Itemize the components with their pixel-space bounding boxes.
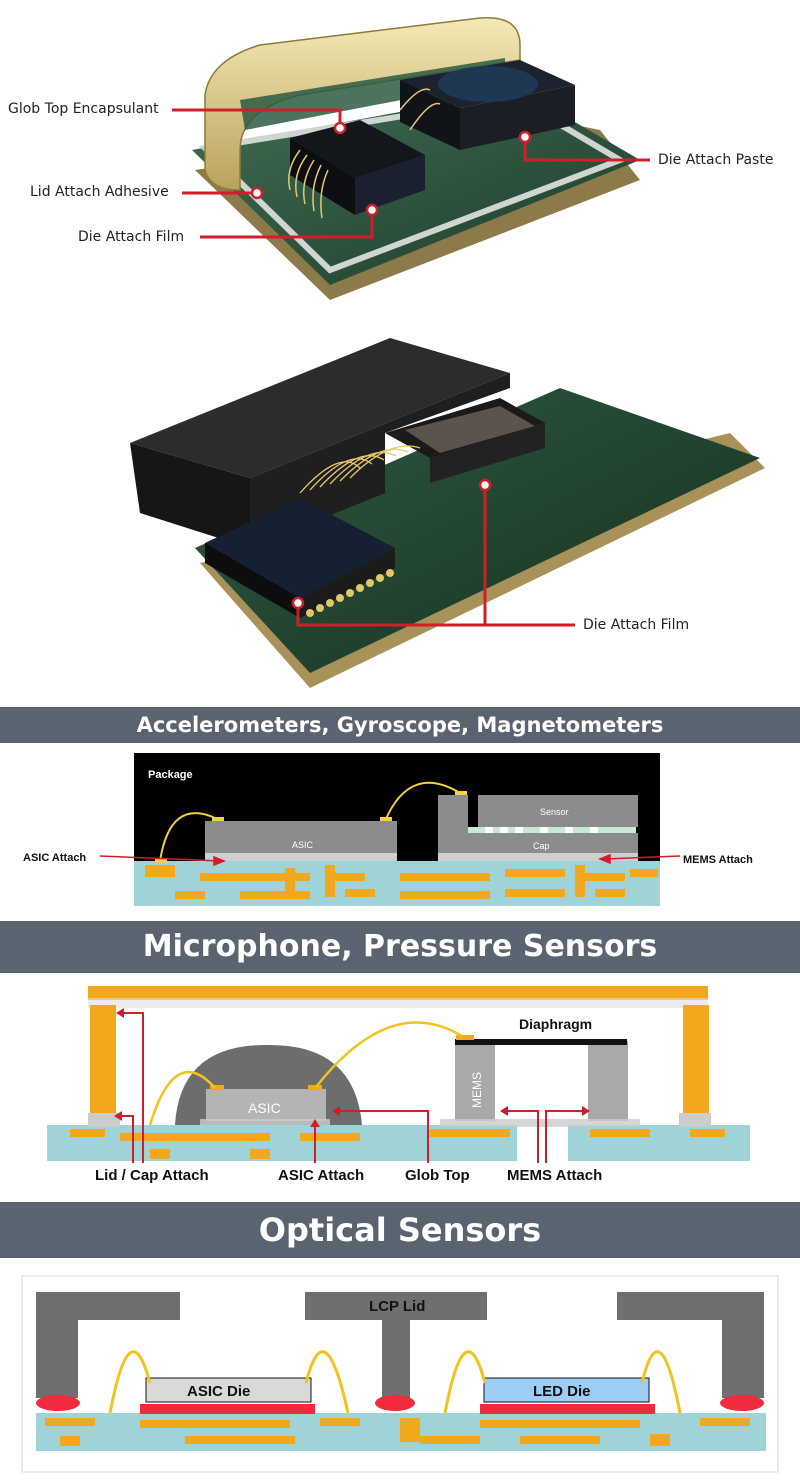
- lid-leg-left: [90, 1005, 116, 1123]
- asic-die: [205, 821, 397, 857]
- led-die: [483, 1377, 650, 1403]
- asic-die: [145, 1377, 312, 1403]
- accel-diagram: Package ASIC Sensor Cap ASIC Attach MEMS…: [23, 753, 753, 906]
- die-attach-film-label: Die Attach Film: [78, 229, 185, 245]
- lid-attach-blobs: [36, 1395, 764, 1411]
- led-die-label: LED Die: [533, 1383, 591, 1400]
- mems-label: MEMS: [470, 1072, 484, 1108]
- optical-cross-section: LCP Lid ASIC Die LED Die: [0, 1258, 800, 1480]
- callout-markers: [291, 478, 492, 610]
- render-1-illustration: [172, 17, 650, 300]
- traces: [145, 865, 658, 899]
- callout-markers: [250, 121, 532, 217]
- lid-cap-attach-label: Lid / Cap Attach: [95, 1167, 209, 1184]
- mems-attach-label: MEMS Attach: [683, 854, 753, 866]
- substrate-top: [195, 388, 760, 673]
- callout-lines: [296, 488, 575, 627]
- asic-attach-label: ASIC Attach: [23, 852, 86, 864]
- asic-attach-label: ASIC Attach: [278, 1167, 364, 1184]
- section-title-optical: Optical Sensors: [0, 1202, 800, 1258]
- asic-die-top: [290, 120, 425, 178]
- substrate: [134, 861, 660, 906]
- microphone-cross-section: Diaphragm ASIC MEMS Lid / Cap Attach ASI…: [0, 973, 800, 1195]
- lid-center: [305, 1292, 487, 1398]
- asic-die: [206, 1089, 326, 1121]
- diaphragm: [455, 1039, 627, 1045]
- glob-top-encapsulant-label: Glob Top Encapsulant: [8, 101, 159, 117]
- lid-attach-adhesive-label: Lid Attach Adhesive: [30, 184, 169, 200]
- sensor-label: Sensor: [540, 807, 569, 817]
- lid-leg-right: [683, 1005, 709, 1123]
- mems-die: [455, 1041, 495, 1121]
- bond-wires: [288, 88, 441, 219]
- bond-wires: [108, 1350, 682, 1414]
- die-attach-paste-label: Die Attach Paste: [658, 152, 774, 168]
- callout-lines: [172, 108, 650, 239]
- led-die-attach: [480, 1404, 655, 1414]
- asic-die-label: ASIC Die: [187, 1383, 250, 1400]
- sensor-die: [478, 795, 638, 827]
- mems-attach-label: MEMS Attach: [507, 1167, 602, 1184]
- optical-diagram: LCP Lid ASIC Die LED Die: [21, 1275, 779, 1473]
- section-title-text: Microphone, Pressure Sensors: [142, 929, 658, 964]
- bond-wires: [159, 781, 461, 862]
- accelerometer-cross-section: Package ASIC Sensor Cap ASIC Attach MEMS…: [0, 743, 800, 915]
- render-2-encapsulated-package: Die Attach Film: [0, 318, 800, 700]
- lid-top: [88, 986, 708, 1000]
- microphone-diagram: Diaphragm ASIC MEMS Lid / Cap Attach ASI…: [47, 986, 750, 1184]
- traces: [45, 1418, 750, 1446]
- mems-right-wall: [588, 1041, 628, 1121]
- diaphragm-label: Diaphragm: [519, 1016, 592, 1032]
- asic-die-attach: [140, 1404, 315, 1414]
- cap-label: Cap: [533, 841, 550, 851]
- adhesive-dots: [88, 1113, 711, 1127]
- section-title-microphone: Microphone, Pressure Sensors: [0, 921, 800, 973]
- lid-left: [36, 1292, 180, 1398]
- render-2-illustration: [130, 338, 765, 688]
- mold-block-top: [130, 338, 510, 478]
- lcp-lid-label: LCP Lid: [369, 1298, 425, 1315]
- sensor-die-top: [405, 406, 535, 453]
- section-title-accelerometers: Accelerometers, Gyroscope, Magnetometers: [0, 707, 800, 743]
- bond-pads: [306, 569, 394, 617]
- lid-right: [617, 1292, 764, 1398]
- asic-label: ASIC: [248, 1100, 281, 1116]
- asic-label: ASIC: [292, 840, 314, 850]
- package-label: Package: [148, 769, 193, 781]
- traces: [70, 1129, 725, 1159]
- section-title-text: Accelerometers, Gyroscope, Magnetometers: [136, 713, 664, 737]
- glob-top-label: Glob Top: [405, 1167, 470, 1184]
- bond-wires: [299, 445, 421, 494]
- die-attach-film-label: Die Attach Film: [583, 617, 690, 633]
- bond-wires: [148, 1021, 463, 1126]
- section-title-text: Optical Sensors: [258, 1211, 542, 1249]
- render-1-package-with-lid: Glob Top Encapsulant Lid Attach Adhesive…: [0, 0, 800, 318]
